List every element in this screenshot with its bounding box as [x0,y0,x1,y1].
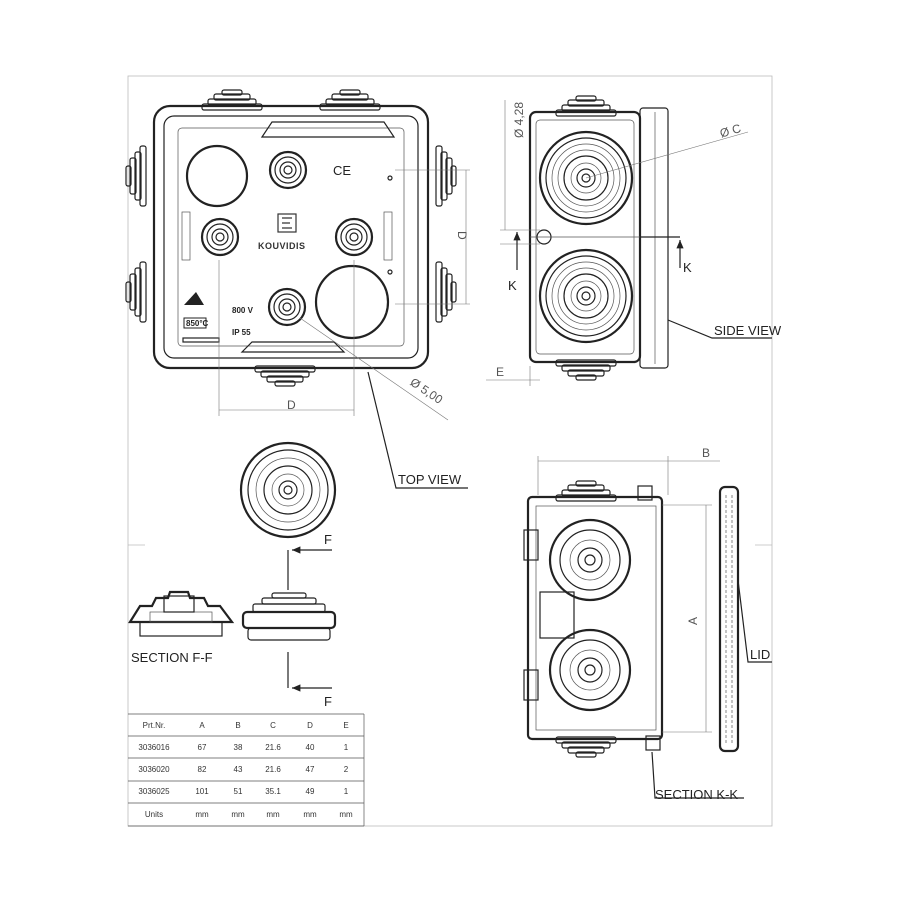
table-header-row: Prt.Nr. A B C D E [143,721,349,730]
table-cell: mm [303,810,317,819]
dimension-e: E [496,365,504,379]
table-cell: mm [231,810,245,819]
dimension-d-horizontal: D [287,398,296,412]
table-cell: 43 [234,765,243,774]
side-view: Ø C Ø 4,28 K K E SIDE VIEW [486,95,782,386]
table-cell: mm [266,810,280,819]
table-cell: 82 [198,765,207,774]
dimensions-table: Prt.Nr. A B C D E 3036016 67 38 21.6 40 … [128,713,365,827]
section-f-bottom-label: F [324,694,332,709]
table-row: 3036016 67 38 21.6 40 1 [138,743,348,752]
table-cell: 3036016 [138,743,170,752]
table-cell: 38 [234,743,243,752]
section-kk-label: SECTION K-K [655,787,738,802]
dimension-dia-428: Ø 4,28 [512,102,526,138]
table-cell: 51 [234,787,243,796]
section-kk-view: B A SECTION K-K [523,446,744,802]
ce-mark: CE [333,163,351,178]
table-cell: 101 [195,787,209,796]
section-ff-view: SECTION F-F [128,590,235,665]
section-f-top-label: F [324,532,332,547]
table-row: 3036020 82 43 21.6 47 2 [138,765,348,774]
table-cell: 3036025 [138,787,170,796]
table-row: 3036025 101 51 35.1 49 1 [138,787,348,796]
table-cell: 40 [306,743,315,752]
table-header: A [199,721,205,730]
table-cell: 2 [344,765,349,774]
dimension-b: B [702,446,710,460]
lid-view: LID [718,485,772,753]
side-view-label: SIDE VIEW [714,323,782,338]
table-cell: 1 [344,743,349,752]
ip-rating-label: IP 55 [232,328,251,337]
table-cell: 67 [198,743,207,752]
section-k-right-label: K [683,260,692,275]
table-cell: Units [145,810,163,819]
top-view: 850°C KOUVIDIS CE 800 V IP 55 D D Ø 5,00… [125,89,470,489]
voltage-label: 800 V [232,306,254,315]
lid-label: LID [750,647,770,662]
table-cell: 47 [306,765,315,774]
section-ff-label: SECTION F-F [131,650,213,665]
gland-plan-view: F F [239,441,337,709]
table-cell: mm [339,810,353,819]
section-k-left-label: K [508,278,517,293]
fire-symbol-icon [183,292,207,329]
table-units-row: Units mm mm mm mm mm [145,810,353,819]
kouvidis-logo [277,213,297,233]
table-cell: mm [195,810,209,819]
table-cell: 35.1 [265,787,281,796]
brand-label: KOUVIDIS [258,241,306,251]
table-cell: 21.6 [265,765,281,774]
dimension-dia-c: Ø C [718,121,743,140]
table-cell: 49 [306,787,315,796]
table-header: D [307,721,313,730]
sheet-frame [127,75,773,827]
table-header: Prt.Nr. [143,721,166,730]
table-cell: 1 [344,787,349,796]
top-view-label: TOP VIEW [398,472,462,487]
table-header: E [343,721,348,730]
table-cell: 3036020 [138,765,170,774]
dimension-a: A [686,617,700,625]
temperature-label: 850°C [186,319,209,328]
gland-side-view [241,592,337,641]
table-cell: 21.6 [265,743,281,752]
dimension-d-vertical: D [455,231,469,240]
dimension-dia-5: Ø 5,00 [408,375,446,407]
table-header: B [235,721,240,730]
table-header: C [270,721,276,730]
